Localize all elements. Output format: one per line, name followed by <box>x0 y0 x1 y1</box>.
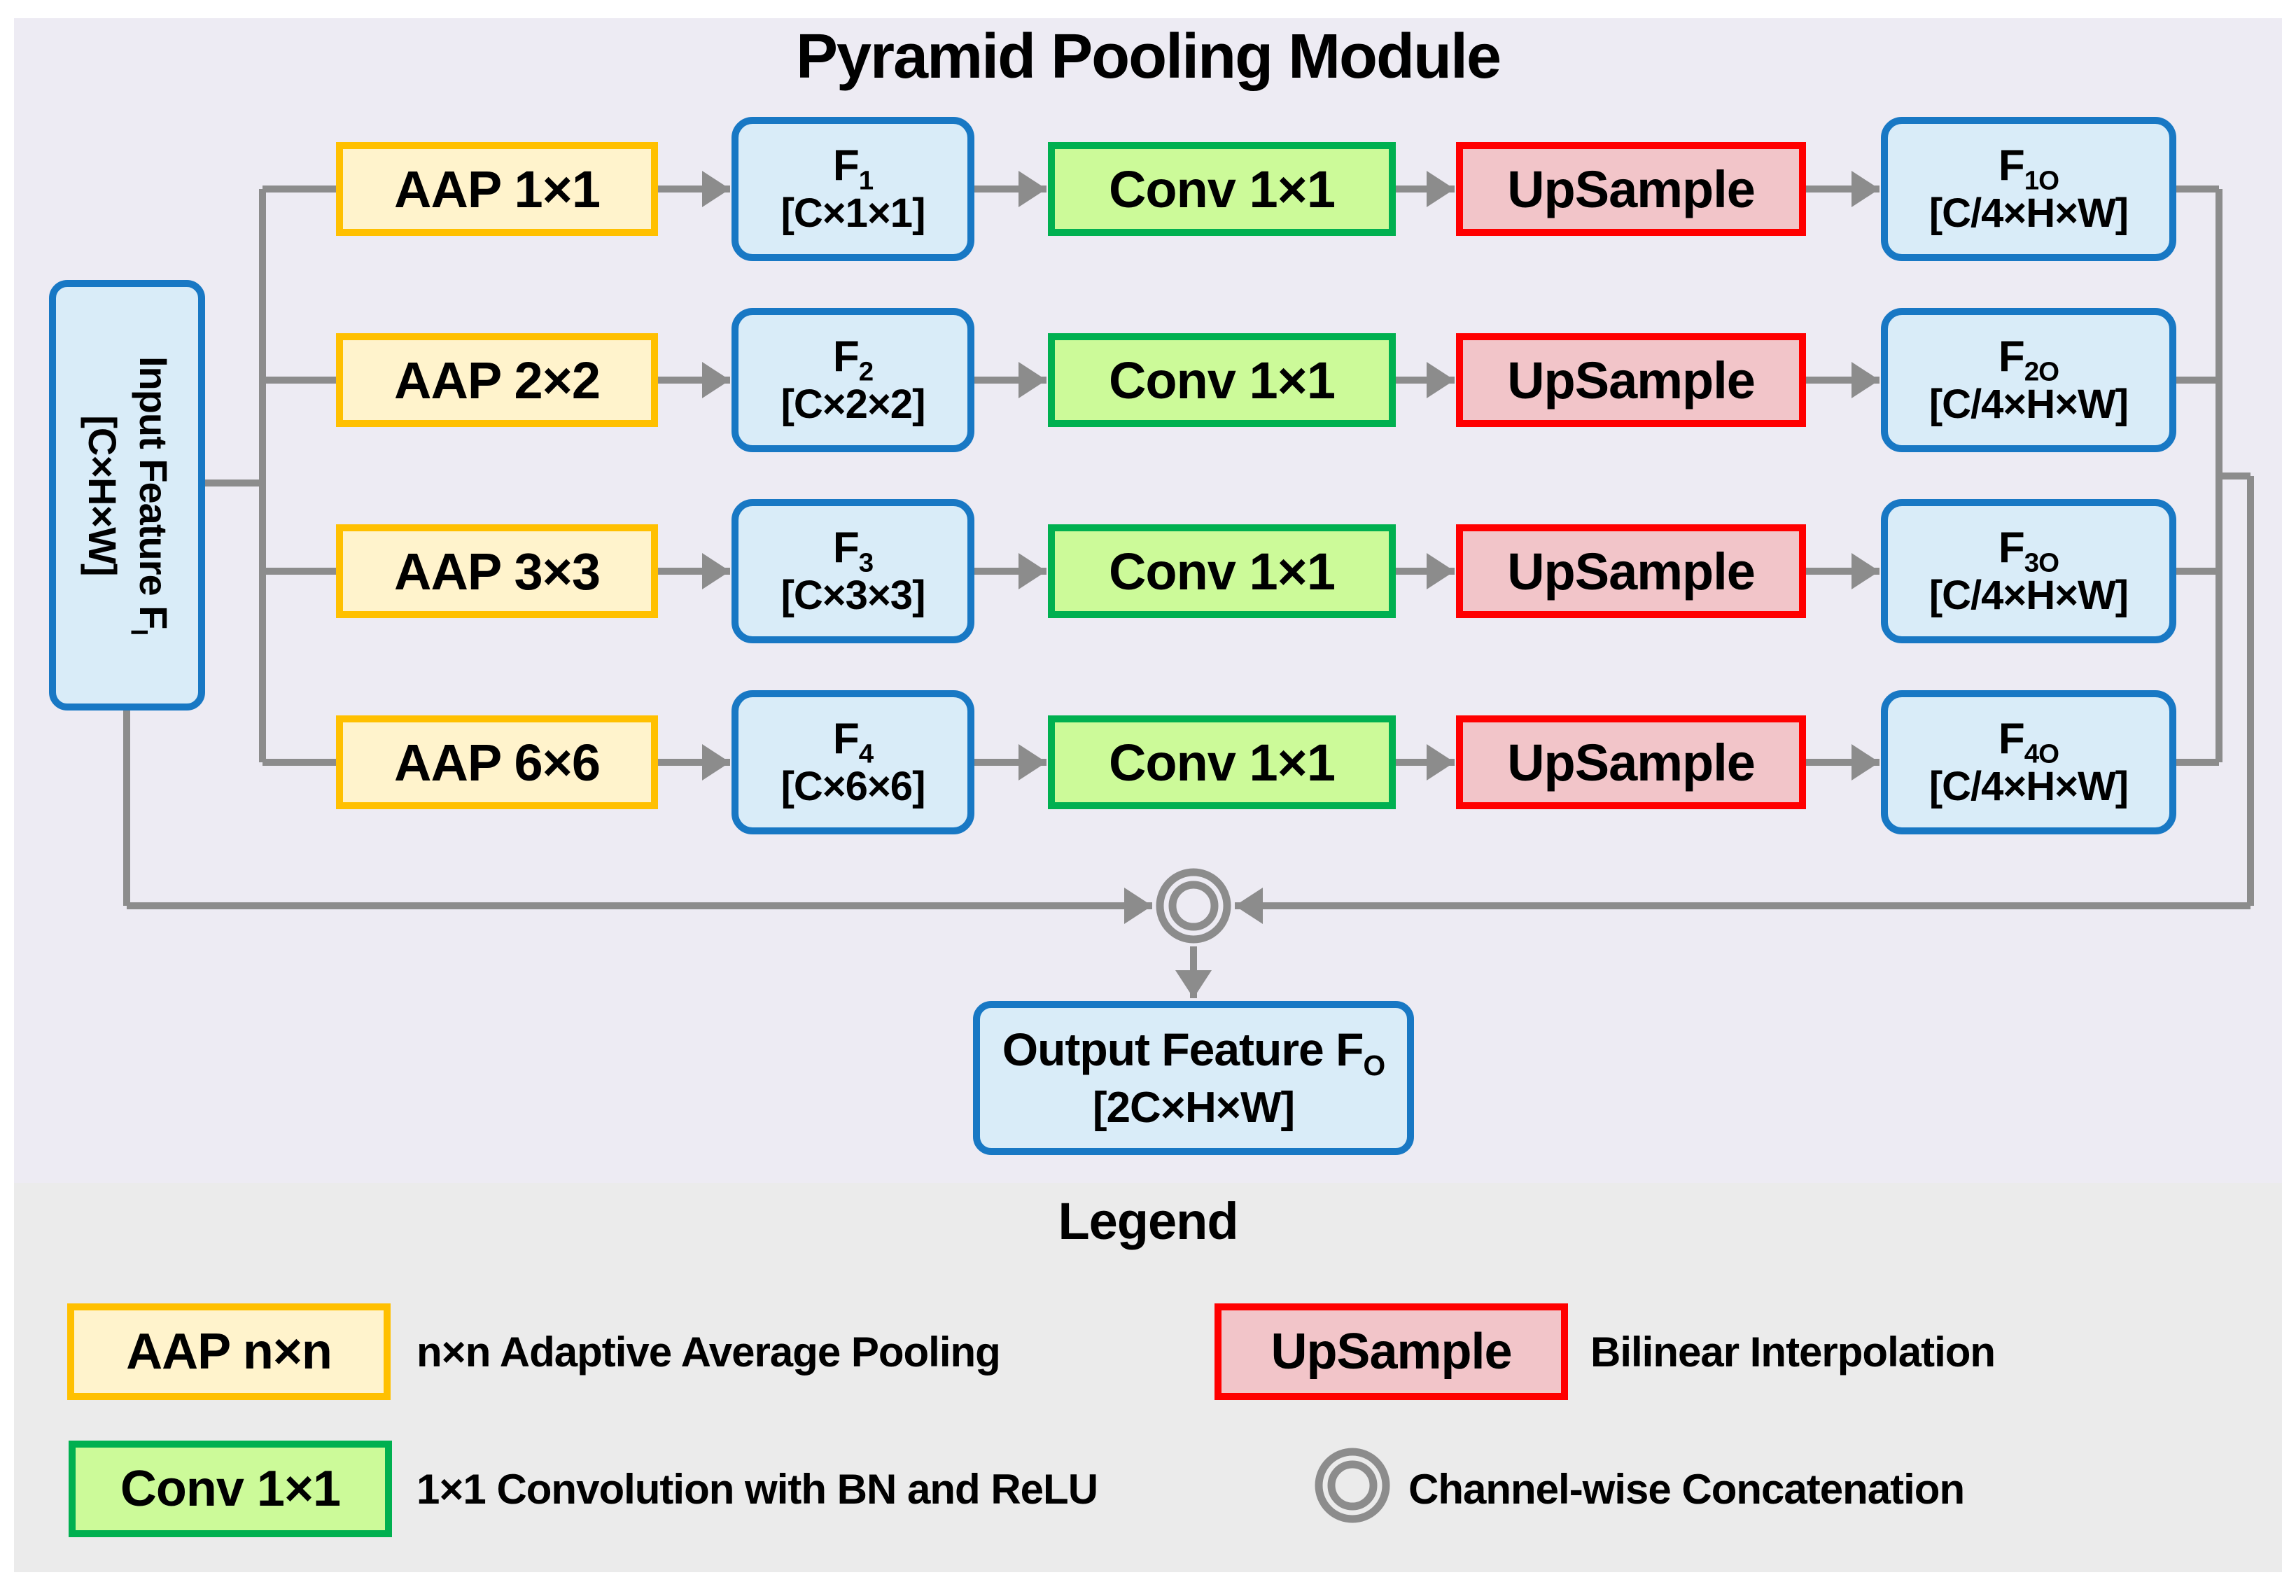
aap-2x2-label: AAP 2×2 <box>394 351 601 410</box>
feature-f3o-box: F3O [C/4×H×W] <box>1881 499 2176 643</box>
aap-2x2-box: AAP 2×2 <box>336 333 658 427</box>
input-feature-box: Input Feature FI [C×H×W] <box>49 280 205 710</box>
upsample-box-row2: UpSample <box>1456 333 1806 427</box>
aap-6x6-box: AAP 6×6 <box>336 715 658 809</box>
feature-f1o-box: F1O [C/4×H×W] <box>1881 117 2176 261</box>
f2-label: F2 <box>832 332 874 387</box>
concat-node <box>1156 868 1231 944</box>
legend-panel <box>14 1183 2282 1572</box>
legend-aap-box: AAP n×n <box>67 1303 391 1400</box>
legend-title: Legend <box>1058 1192 1238 1250</box>
upsample-label-row2: UpSample <box>1507 351 1756 410</box>
f3o-label: F3O <box>1998 524 2059 578</box>
aap-1x1-label: AAP 1×1 <box>394 160 601 218</box>
upsample-box-row1: UpSample <box>1456 142 1806 236</box>
upsample-box-row4: UpSample <box>1456 715 1806 809</box>
concat-icon <box>1315 1448 1390 1523</box>
page-title: Pyramid Pooling Module <box>795 22 1502 92</box>
aap-3x3-label: AAP 3×3 <box>394 542 601 601</box>
f4o-label: F4O <box>1998 715 2059 769</box>
conv-label-row4: Conv 1×1 <box>1108 733 1336 792</box>
feature-f4o-box: F4O [C/4×H×W] <box>1881 690 2176 834</box>
f2-dims: [C×2×2] <box>780 382 926 428</box>
f1o-dims: [C/4×H×W] <box>1928 190 2129 237</box>
output-feature-box: Output Feature FO [2C×H×W] <box>973 1001 1414 1155</box>
feature-f2-box: F2 [C×2×2] <box>732 308 974 452</box>
conv-1x1-box-row4: Conv 1×1 <box>1048 715 1396 809</box>
f4o-dims: [C/4×H×W] <box>1928 764 2129 810</box>
f3-dims: [C×3×3] <box>780 573 926 619</box>
feature-f3-box: F3 [C×3×3] <box>732 499 974 643</box>
conv-1x1-box-row3: Conv 1×1 <box>1048 524 1396 618</box>
legend-conv-desc: 1×1 Convolution with BN and ReLU <box>416 1465 1098 1513</box>
conv-label-row1: Conv 1×1 <box>1108 160 1336 218</box>
f3-label: F3 <box>832 524 874 578</box>
feature-f1-box: F1 [C×1×1] <box>732 117 974 261</box>
upsample-label-row3: UpSample <box>1507 542 1756 601</box>
conv-1x1-box-row1: Conv 1×1 <box>1048 142 1396 236</box>
upsample-label-row4: UpSample <box>1507 733 1756 792</box>
legend-upsample-desc: Bilinear Interpolation <box>1590 1328 1996 1376</box>
legend-concat-desc: Channel-wise Concatenation <box>1408 1465 1965 1513</box>
f3o-dims: [C/4×H×W] <box>1928 573 2129 619</box>
feature-f4-box: F4 [C×6×6] <box>732 690 974 834</box>
legend-conv-box: Conv 1×1 <box>69 1441 392 1537</box>
f2o-dims: [C/4×H×W] <box>1928 382 2129 428</box>
legend-upsample-label: UpSample <box>1270 1324 1512 1380</box>
legend-conv-label: Conv 1×1 <box>120 1461 341 1517</box>
f1-dims: [C×1×1] <box>780 190 926 237</box>
upsample-box-row3: UpSample <box>1456 524 1806 618</box>
input-feature-label: Input Feature FI [C×H×W] <box>80 356 176 635</box>
conv-1x1-box-row2: Conv 1×1 <box>1048 333 1396 427</box>
f2o-label: F2O <box>1998 332 2059 387</box>
output-feature-label: Output Feature FO <box>1002 1023 1385 1082</box>
legend-aap-label: AAP n×n <box>126 1324 332 1380</box>
f1o-label: F1O <box>1998 141 2059 196</box>
aap-1x1-box: AAP 1×1 <box>336 142 658 236</box>
upsample-label-row1: UpSample <box>1507 160 1756 218</box>
conv-label-row3: Conv 1×1 <box>1108 542 1336 601</box>
f4-dims: [C×6×6] <box>780 764 926 810</box>
conv-label-row2: Conv 1×1 <box>1108 351 1336 410</box>
legend-aap-desc: n×n Adaptive Average Pooling <box>416 1328 1001 1376</box>
aap-3x3-box: AAP 3×3 <box>336 524 658 618</box>
feature-f2o-box: F2O [C/4×H×W] <box>1881 308 2176 452</box>
f1-label: F1 <box>832 141 874 196</box>
output-feature-dims: [2C×H×W] <box>1092 1083 1295 1132</box>
aap-6x6-label: AAP 6×6 <box>394 733 601 792</box>
legend-upsample-box: UpSample <box>1214 1303 1568 1400</box>
f4-label: F4 <box>832 715 874 769</box>
